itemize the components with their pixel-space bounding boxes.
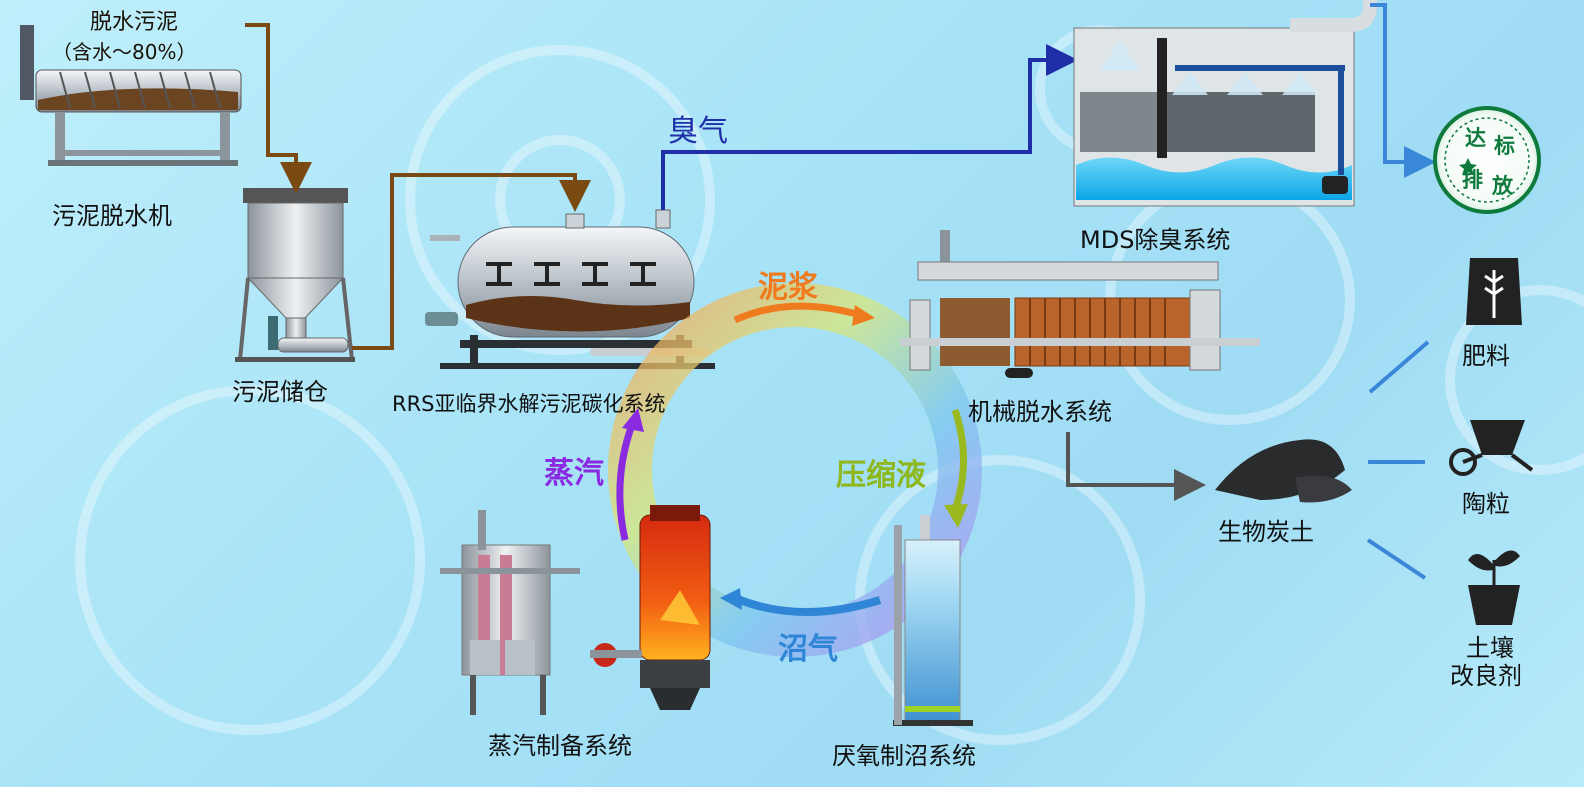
product-soil-label-line2: 改良剂: [1450, 662, 1522, 690]
node-mds-system: MDS除臭系统: [1080, 226, 1231, 254]
badge-char-4: 放: [1492, 174, 1513, 198]
input-moisture-label: （含水～80%）: [52, 40, 197, 64]
biochar-arrow: [1066, 432, 1206, 501]
node-sludge-silo: 污泥储仓: [232, 378, 328, 406]
node-rrs-system: RRS亚临界水解污泥碳化系统: [392, 392, 666, 416]
anaerobic-digester: [893, 515, 973, 726]
flow-steam-label: 蒸汽: [544, 456, 604, 491]
sludge-silo: [235, 188, 355, 362]
flow-biogas-label: 沼气: [778, 632, 838, 667]
badge-char-1: 达: [1465, 126, 1486, 150]
product-soil-label-line1: 土壤: [1466, 634, 1514, 662]
slurry-arrowhead: [852, 305, 875, 326]
slurry-arrow: [733, 302, 861, 324]
steam-arrow: [616, 423, 636, 541]
mds-deodorization-unit: [1073, 0, 1377, 207]
steam-generator: [440, 505, 711, 715]
filtrate-arrow: [951, 408, 967, 512]
flow-odor-label: 臭气: [668, 114, 728, 149]
badge-star: [1459, 158, 1477, 175]
discharge-arrow: [1370, 3, 1436, 178]
filter-press: [900, 230, 1260, 378]
input-sludge-label: 脱水污泥: [90, 10, 179, 35]
rrs-reactor: [425, 209, 715, 369]
node-anaerobic-system: 厌氧制沼系统: [832, 742, 976, 770]
biochar-pile: [1215, 439, 1352, 503]
sludge-dewatering-machine: [20, 25, 242, 166]
node-dewatering-machine: 污泥脱水机: [52, 202, 172, 230]
seedling-pot-icon: [1468, 550, 1520, 625]
flow-filtrate-label: 压缩液: [836, 458, 926, 493]
sludge-pipes: [245, 23, 591, 350]
badge-char-2: 标: [1494, 134, 1515, 158]
biogas-arrow: [733, 594, 882, 616]
node-steam-system: 蒸汽制备系统: [488, 732, 632, 760]
badge-char-3: 排: [1462, 168, 1483, 192]
node-mechanical-dewatering: 机械脱水系统: [968, 398, 1112, 426]
steam-arrowhead: [622, 408, 644, 432]
wheelbarrow-icon: [1449, 420, 1534, 476]
biogas-arrowhead: [720, 588, 742, 610]
product-ceramsite-label: 陶粒: [1462, 490, 1510, 518]
fertilizer-bag-icon: [1466, 258, 1522, 325]
discharge-standard-badge: [1433, 106, 1541, 214]
odor-pipe: [661, 44, 1078, 210]
product-fertilizer-label: 肥料: [1462, 342, 1510, 370]
flow-slurry-label: 泥浆: [758, 270, 818, 305]
product-connectors: [1366, 340, 1430, 580]
filtrate-arrowhead: [944, 504, 968, 528]
node-biochar: 生物炭土: [1218, 518, 1314, 546]
